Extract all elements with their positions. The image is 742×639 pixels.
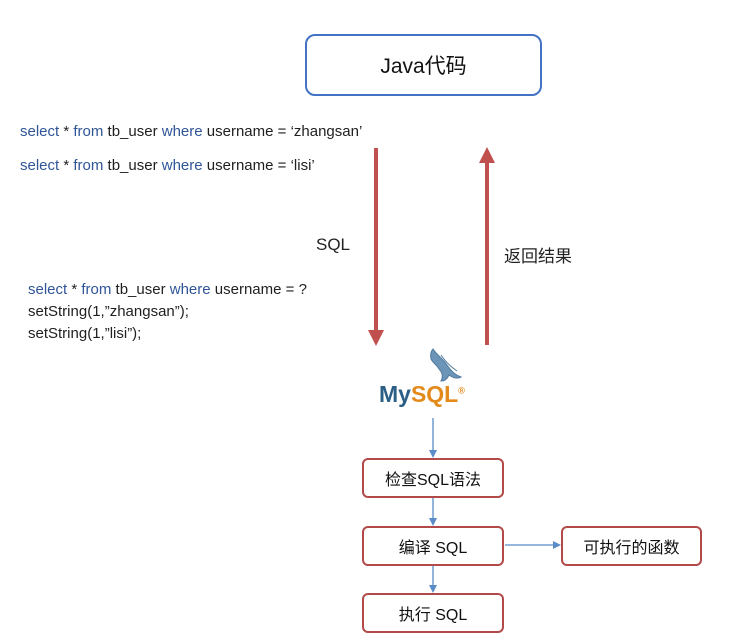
keyword: where <box>161 123 203 140</box>
prepared-sql-line-3: setString(1,”lisi”); <box>28 325 142 342</box>
dolphin-icon <box>430 348 463 382</box>
keyword: select <box>20 123 60 140</box>
code-text: * <box>59 123 74 140</box>
keyword: select <box>20 157 60 174</box>
compile-sql-label: 编译 SQL <box>398 540 468 557</box>
executable-function-label: 可执行的函数 <box>583 540 680 557</box>
code-text: tb_user <box>103 123 162 140</box>
keyword: where <box>169 281 211 298</box>
mysql-wordmark: MySQL® <box>379 381 465 408</box>
execute-sql-step: 执行 SQL <box>362 593 504 633</box>
java-code-label: Java代码 <box>380 55 467 78</box>
mysql-logo: MySQL® <box>375 345 475 415</box>
check-syntax-label: 检查SQL语法 <box>384 472 482 489</box>
return-result-label: 返回结果 <box>504 247 572 266</box>
executable-function-step: 可执行的函数 <box>561 526 702 566</box>
code-text: username = ‘zhangsan’ <box>202 123 363 140</box>
java-code-box: Java代码 <box>305 34 542 96</box>
top-sql-line-1: select * from tb_user where username = ‘… <box>20 123 362 140</box>
code-text: username = ? <box>210 281 307 298</box>
keyword: select <box>28 281 68 298</box>
code-text: * <box>67 281 82 298</box>
top-sql-line-2: select * from tb_user where username = ‘… <box>20 157 315 174</box>
code-text: * <box>59 157 74 174</box>
mysql-my: My <box>379 381 411 407</box>
code-text: tb_user <box>103 157 162 174</box>
check-syntax-step: 检查SQL语法 <box>362 458 504 498</box>
mysql-sql: SQL <box>410 381 459 407</box>
compile-sql-step: 编译 SQL <box>362 526 504 566</box>
keyword: where <box>161 157 203 174</box>
keyword: from <box>73 157 104 174</box>
execute-sql-label: 执行 SQL <box>398 607 468 624</box>
mysql-reg: ® <box>458 385 465 396</box>
prepared-sql-line-1: select * from tb_user where username = ? <box>28 281 307 298</box>
keyword: from <box>73 123 104 140</box>
keyword: from <box>81 281 112 298</box>
prepared-sql-line-2: setString(1,”zhangsan”); <box>28 303 189 320</box>
code-text: tb_user <box>111 281 170 298</box>
code-text: username = ‘lisi’ <box>202 157 315 174</box>
sql-label: SQL <box>316 235 351 254</box>
